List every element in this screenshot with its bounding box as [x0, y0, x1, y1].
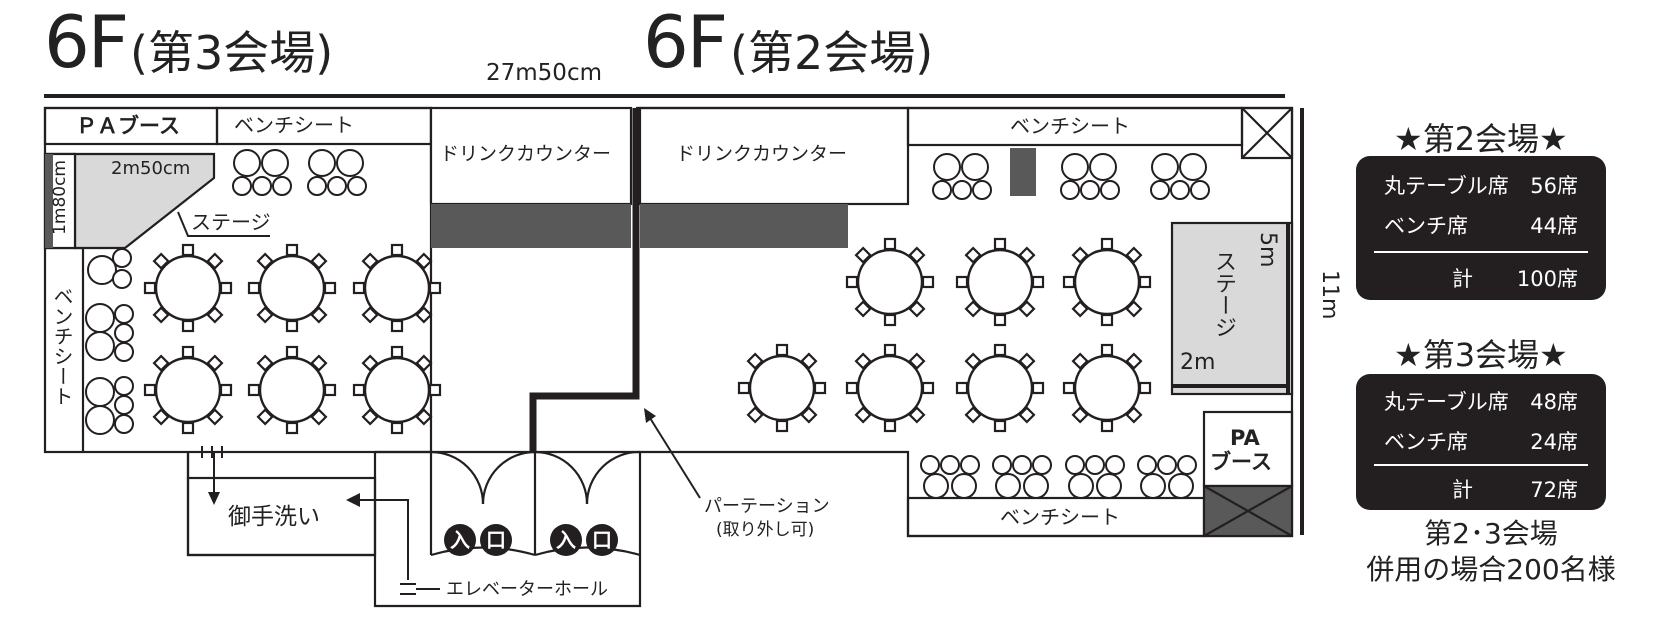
bench-top-left-label: ベンチシート	[234, 113, 354, 137]
pa-booth-right-label-2: ブース	[1210, 450, 1272, 474]
hall2-row-bench-key: ベンチ席	[1384, 214, 1468, 238]
stage-left-label: ステージ	[191, 210, 271, 234]
restroom-label: 御手洗い	[228, 504, 320, 530]
bench-bottom-right-label: ベンチシート	[1000, 505, 1120, 529]
hall3-row-bench-key: ベンチ席	[1384, 430, 1468, 454]
drink-counter-left-label: ドリンクカウンター	[440, 143, 612, 165]
entrance-char-1: 入	[450, 528, 470, 552]
hall2-row-total: 計 100席	[1356, 263, 1606, 293]
hall2-name: (第2会場)	[730, 26, 934, 80]
stage-left-width-label: 2m50cm	[111, 158, 191, 179]
hall2-row-round-key: 丸テーブル席	[1384, 174, 1509, 198]
combined-note: 第2･3会場 併用の場合200名様	[1346, 516, 1636, 588]
partition-label-1: パーテーション	[704, 496, 830, 517]
hall3-panel-title: ★第3会場★	[1394, 336, 1568, 374]
pa-booth-right-label-1: PA	[1230, 426, 1260, 450]
hall3-divider	[1374, 464, 1588, 466]
stage-right-length-label: 5m	[1255, 232, 1280, 268]
hall3-row-bench: ベンチ席 24席	[1356, 426, 1606, 456]
height-dimension: 11m	[1317, 270, 1342, 320]
hall2-row-round: 丸テーブル席 56席	[1356, 170, 1606, 200]
hall2-divider	[1374, 251, 1588, 253]
hall3-row-round: 丸テーブル席 48席	[1356, 386, 1606, 416]
hall3-total-key: 計	[1452, 478, 1473, 502]
hall2-total-key: 計	[1452, 267, 1473, 291]
hall3-row-bench-value: 24席	[1530, 430, 1578, 454]
stage-right-width-label: 2m	[1180, 350, 1216, 375]
hall2-row-round-value: 56席	[1530, 174, 1578, 198]
hall3-floor: 6F	[44, 0, 129, 84]
entrance-char-3: 入	[556, 528, 576, 552]
hall3-seat-panel: 丸テーブル席 48席 ベンチ席 24席 計 72席	[1356, 374, 1606, 510]
hall2-panel-title: ★第2会場★	[1394, 120, 1568, 158]
entrance-char-4: 口	[592, 528, 612, 552]
stage-right-label: ステージ	[1211, 250, 1236, 338]
hall2-seat-panel: 丸テーブル席 56席 ベンチ席 44席 計 100席	[1356, 156, 1606, 300]
entrance-char-2: 口	[486, 528, 506, 552]
width-dimension: 27m50cm	[486, 60, 602, 86]
drink-counter-right-label: ドリンクカウンター	[676, 143, 848, 165]
combined-note-line-2: 併用の場合200名様	[1366, 552, 1616, 586]
hall2-row-bench: ベンチ席 44席	[1356, 210, 1606, 240]
hall2-total-value: 100席	[1516, 267, 1578, 291]
partition-label-2: (取り外し可)	[716, 520, 815, 540]
hall3-name: (第3会場)	[130, 26, 334, 80]
elevator-hall-label: エレベーターホール	[446, 579, 608, 600]
hall3-row-round-value: 48席	[1530, 390, 1578, 414]
hall2-row-bench-value: 44席	[1530, 214, 1578, 238]
combined-note-line-1: 第2･3会場	[1424, 517, 1558, 550]
hall3-row-round-key: 丸テーブル席	[1384, 390, 1509, 414]
hall2-floor: 6F	[643, 0, 728, 84]
bench-top-right-label: ベンチシート	[1010, 114, 1130, 138]
bench-left-vertical-label: ベンチシート	[50, 286, 74, 406]
pa-booth-left-label: ＰＡブース	[76, 114, 180, 138]
stage-left-depth-label: 1m80cm	[50, 160, 70, 235]
hall3-row-total: 計 72席	[1356, 474, 1606, 504]
hall3-total-value: 72席	[1530, 478, 1578, 502]
